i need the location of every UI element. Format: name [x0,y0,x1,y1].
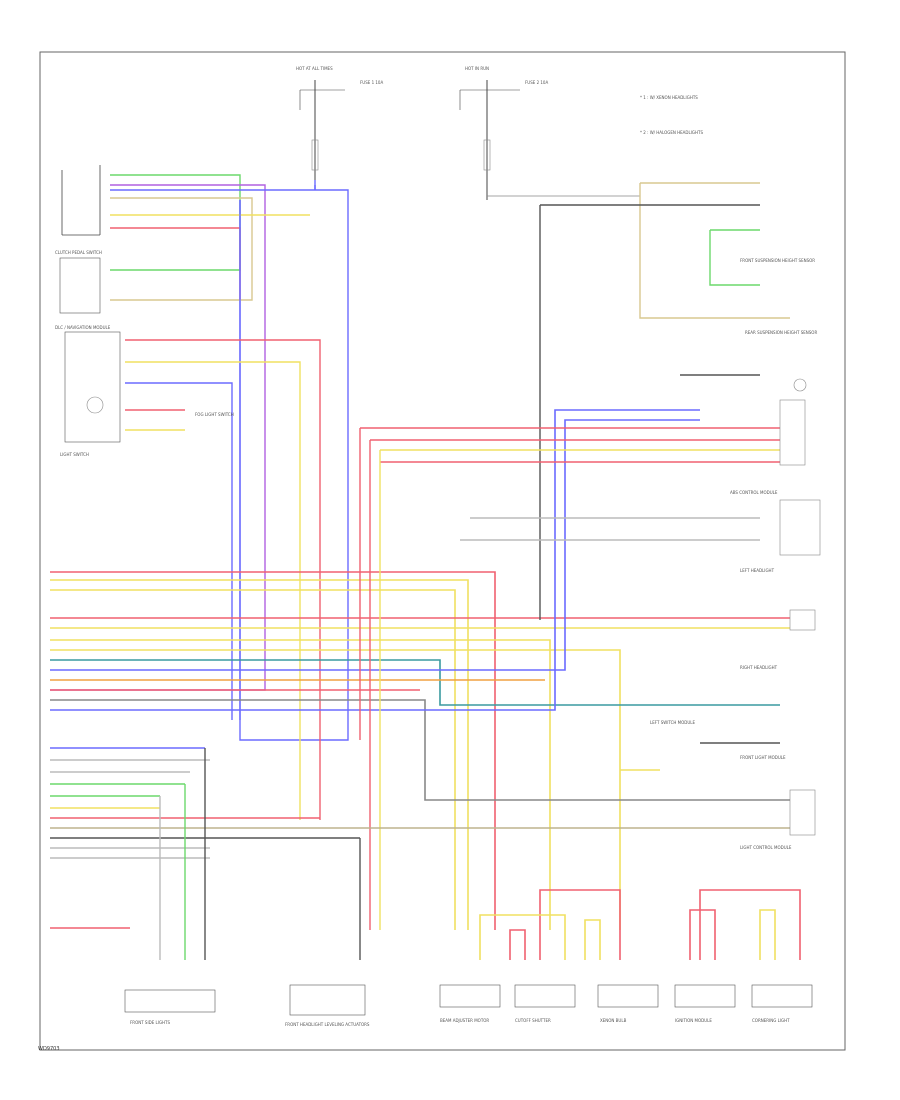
label-front-susp: FRONT SUSPENSION HEIGHT SENSOR [740,258,816,263]
fuse-block-right-fuse: FUSE 2 10A [525,80,549,85]
label-clutch: CLUTCH PEDAL SWITCH [55,250,102,255]
clutch-switch-block [61,165,101,236]
fuse-block-left-title: HOT AT ALL TIMES [296,66,333,71]
label-bottom-2: FRONT HEADLIGHT LEVELING ACTUATORS [285,1022,370,1027]
light-switch-box [59,257,121,443]
right-connectors [779,378,821,836]
label-bottom-1: FRONT SIDE LIGHTS [130,1020,171,1025]
fuse-block-left [299,80,345,190]
label-abs: ABS CONTROL MODULE [730,490,778,495]
note-xenon: * 1 : W/ XENON HEADLIGHTS [640,95,698,100]
label-dlc: DLC / NAVIGATION MODULE [55,325,111,330]
footer-code: WD9703 [38,1046,60,1052]
label-front-light-module: FRONT LIGHT MODULE [740,755,786,760]
label-light-switch: LIGHT SWITCH [60,452,89,457]
label-bottom-4: CUTOFF SHUTTER [515,1018,551,1023]
harness-top-left [50,174,349,741]
label-right-headlight: RIGHT HEADLIGHT [740,665,778,670]
harness-lower-left [50,747,790,960]
fuse-block-right-title: HOT IN RUN [465,66,490,71]
fuse-block-left-fuse: FUSE 1 10A [360,80,384,85]
label-rear-susp: REAR SUSPENSION HEIGHT SENSOR [745,330,818,335]
label-bottom-7: CORNERING LIGHT [752,1018,790,1023]
note-halogen: * 2 : W/ HALOGEN HEADLIGHTS [640,130,703,135]
label-bottom-5: XENON BULB [600,1018,627,1023]
diagram-frame [39,51,846,1051]
fuse-block-right [459,80,640,200]
harness-right [359,182,790,930]
bottom-loops [479,889,801,960]
label-left-headlight: LEFT HEADLIGHT [740,568,775,573]
label-bottom-6: IGNITION MODULE [675,1018,712,1023]
label-light-control-module: LIGHT CONTROL MODULE [740,845,792,850]
bottom-components [124,984,813,1016]
bus-wires [50,409,790,930]
label-left-switch-module: LEFT SWITCH MODULE [650,720,696,725]
label-fog-switch: FOG LIGHT SWITCH [195,412,234,417]
label-bottom-3: BEAM ADJUSTER MOTOR [440,1018,490,1023]
